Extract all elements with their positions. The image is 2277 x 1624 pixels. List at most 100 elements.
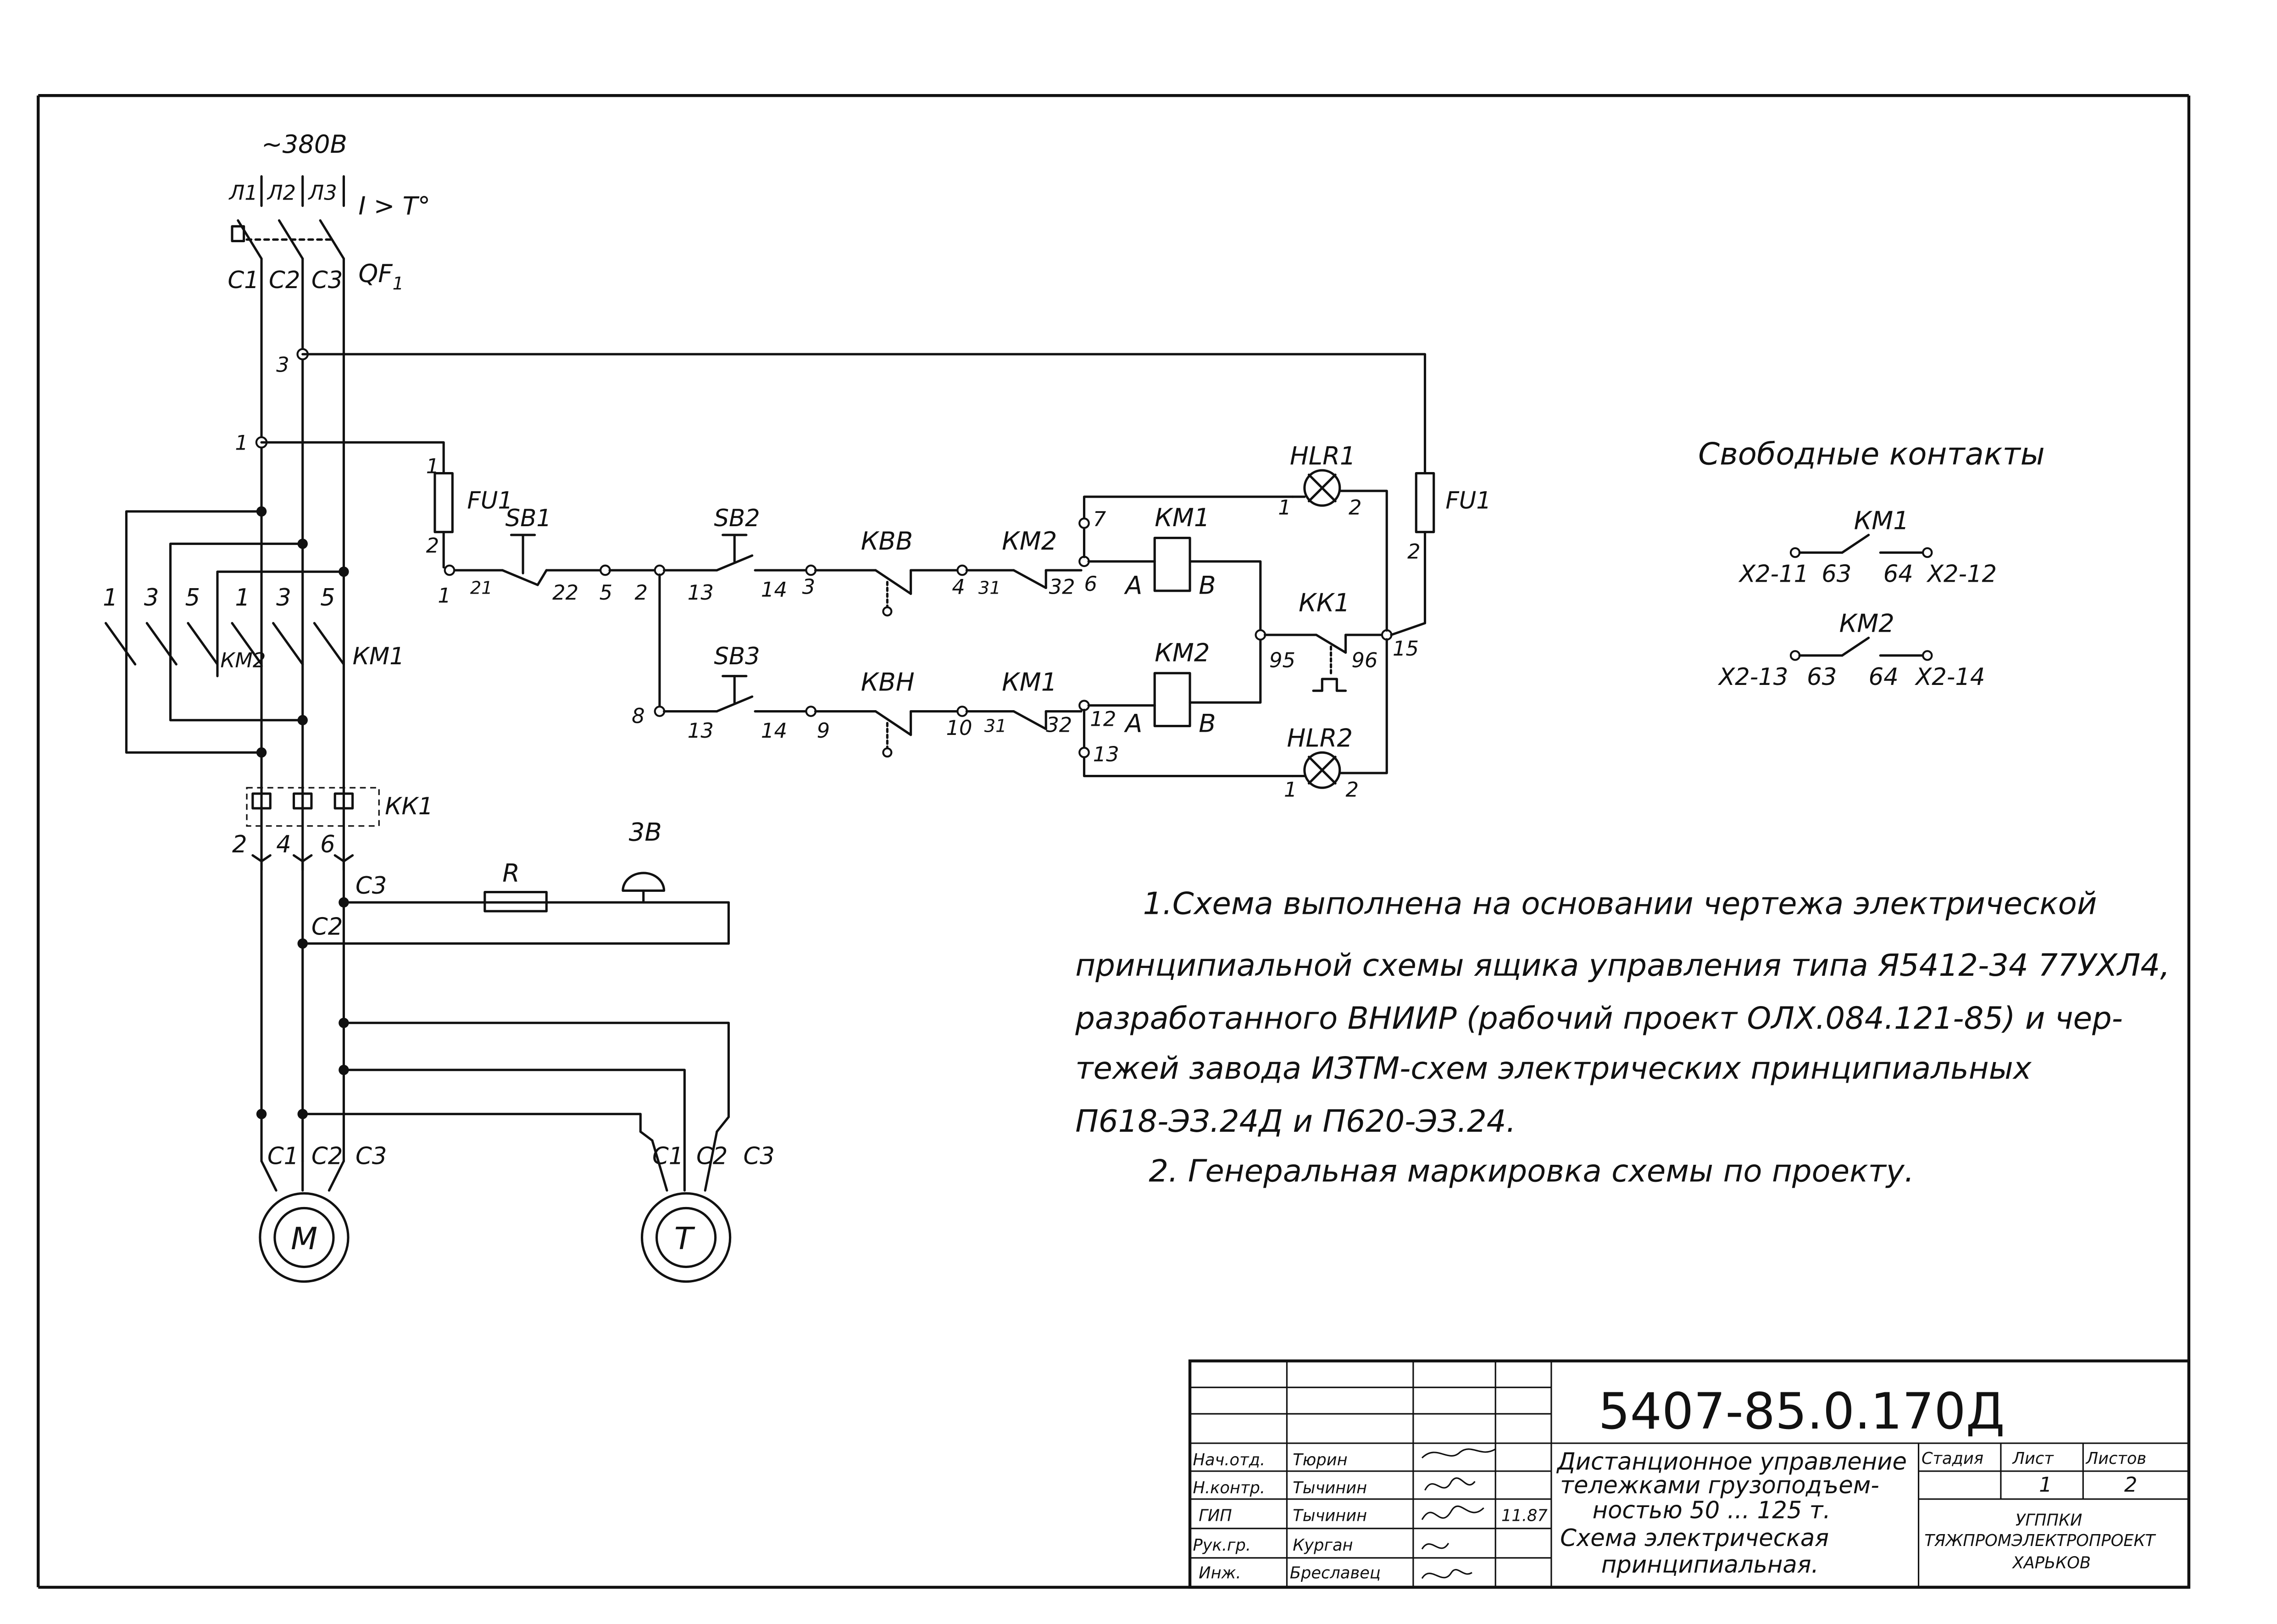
role-gip: ГИП — [1199, 1507, 1232, 1525]
motor-t-terminal-c1: С1 — [652, 1142, 683, 1170]
role-ruk-gr: Рук.гр. — [1193, 1536, 1251, 1555]
node-label-32b: 32 — [1046, 712, 1072, 737]
free-contact-km1-label: КМ1 — [1854, 506, 1909, 535]
phase-label-l1: Л1 — [228, 181, 258, 205]
pushbutton-sb3-label: SB3 — [714, 643, 760, 670]
fuse-right-terminal-2: 2 — [1407, 539, 1421, 563]
free-contact-km1-left: Х2-11 — [1738, 561, 1809, 588]
fuse-left-terminal-2: 2 — [426, 534, 439, 558]
lamp-hlr2-terminal-1: 1 — [1284, 777, 1297, 801]
motor-m-terminal-c3: С3 — [355, 1142, 387, 1170]
brake-branch: С3 С2 R 3В — [297, 817, 730, 949]
node-label-31b: 31 — [984, 716, 1007, 736]
motor-t: Т С1 С2 С3 — [640, 1130, 775, 1283]
overload-terminal-6: 6 — [320, 831, 335, 858]
free-contact-km2-64: 64 — [1869, 663, 1899, 691]
fuse-fu1-left — [433, 472, 454, 534]
note-line-5: П618-ЭЗ.24Д и П620-ЭЗ.24. — [1075, 1103, 1516, 1139]
note-line-1: 1.Схема выполнена на основании чертежа э… — [1143, 886, 2097, 922]
org-line-1: УГППКИ — [2016, 1511, 2082, 1529]
node-label-2: 2 — [635, 580, 648, 605]
overload-contact-kk1: КК1 95 96 — [1255, 588, 1385, 692]
pushbutton-sb3: SB3 — [714, 643, 760, 713]
contactor-terminal-3b: 3 — [276, 584, 291, 612]
contactor-km2-label: КМ2 — [220, 648, 266, 672]
node-label-5: 5 — [600, 580, 613, 605]
breaker-trip-symbol: I > T° — [358, 191, 430, 221]
motor-m-label: М — [291, 1221, 317, 1257]
pushbutton-sb2-label: SB2 — [714, 505, 760, 532]
free-contact-km2-63: 63 — [1807, 663, 1837, 691]
motor-t-terminal-c2: С2 — [696, 1142, 728, 1170]
supply-voltage-label: ~380В — [261, 129, 347, 159]
description-line-1: Дистанционное управление — [1556, 1448, 1907, 1476]
motor-t-label: Т — [674, 1221, 695, 1257]
interlock-km1-label: КМ1 — [1002, 667, 1057, 697]
org-line-3: ХАРЬКОВ — [2012, 1553, 2091, 1572]
drawing-frame — [37, 94, 2191, 1589]
signatures — [1421, 1448, 1496, 1579]
pushbutton-sb2: SB2 — [714, 505, 760, 572]
breaker-qf1 — [231, 219, 345, 260]
notes: 1.Схема выполнена на основании чертежа э… — [1075, 886, 2170, 1189]
overload-contact-95: 95 — [1269, 648, 1295, 672]
free-contact-km1-right: Х2-12 — [1926, 561, 1997, 588]
note-line-2: принципиальной схемы ящика управления ти… — [1075, 947, 2170, 983]
fuse-fu1-right — [1415, 472, 1435, 534]
lamp-hlr2: HLR2 1 2 — [1284, 638, 1388, 801]
lamp-hlr2-terminal-2: 2 — [1346, 777, 1359, 801]
node-label-9: 9 — [817, 718, 830, 743]
node-label-14b: 14 — [761, 718, 787, 743]
node-label-7: 7 — [1093, 507, 1106, 531]
overload-terminal-2: 2 — [232, 831, 247, 858]
limit-switch-kvv-label: КВВ — [861, 526, 913, 556]
free-contact-km2-left: Х2-13 — [1717, 663, 1788, 691]
free-contacts-title: Свободные контакты — [1698, 436, 2045, 472]
overload-relay-kk1: КК1 2 4 6 — [232, 787, 433, 872]
interlock-km1: КМ1 31 32 — [965, 667, 1083, 737]
coil-km2-terminal-a: А — [1124, 708, 1142, 738]
coil-km1-terminal-b: В — [1199, 570, 1216, 600]
document-code: 5407-85.0.170Д — [1598, 1382, 2005, 1440]
conductor-label-c3: С3 — [311, 267, 343, 294]
coil-km2-label: КМ2 — [1155, 638, 1210, 667]
node-label-3: 3 — [802, 574, 816, 599]
limit-switch-kvn-label: КВН — [861, 667, 915, 697]
node-label-6: 6 — [1084, 572, 1098, 596]
description-line-2: тележками грузоподъем- — [1560, 1472, 1879, 1499]
free-contact-km1-63: 63 — [1822, 561, 1851, 588]
coil-km1-label: КМ1 — [1155, 503, 1210, 532]
node-label-13c: 13 — [1093, 742, 1119, 766]
note-line-6: 2. Генеральная маркировка схемы по проек… — [1149, 1153, 1914, 1189]
sheets-total: 2 — [2124, 1473, 2138, 1497]
contactor-terminal-5a: 5 — [185, 584, 200, 612]
phase-label-l2: Л2 — [267, 181, 296, 205]
node-label-15: 15 — [1393, 636, 1419, 661]
role-nach-otd: Нач.отд. — [1193, 1451, 1265, 1469]
interlock-km2: КМ2 31 32 — [965, 526, 1083, 599]
contactor-terminal-1a: 1 — [103, 584, 118, 612]
contactor-terminal-1b: 1 — [235, 584, 250, 612]
overload-contact-96: 96 — [1351, 648, 1377, 672]
fuse-left-terminal-1: 1 — [426, 454, 439, 478]
coil-km2: КМ2 А В — [1087, 634, 1262, 738]
fuse-left-label: FU1 — [467, 487, 513, 514]
node-label-14a: 14 — [761, 578, 787, 602]
hoist-label: 3В — [629, 817, 662, 846]
role-n-kontr: Н.контр. — [1193, 1479, 1265, 1497]
description-line-3: ностью 50 ... 125 т. — [1593, 1496, 1831, 1524]
interlock-km2-label: КМ2 — [1002, 526, 1057, 556]
free-contacts: Свободные контакты КМ1 Х2-11 63 64 Х2-12… — [1698, 436, 2045, 691]
node-label-31a: 31 — [978, 578, 1001, 598]
lamp-hlr1: HLR1 1 2 — [1278, 441, 1388, 632]
note-line-3: разработанного ВНИИР (рабочий проект ОЛХ… — [1075, 1001, 2123, 1036]
name-tychinin-1: Тычинин — [1293, 1479, 1367, 1497]
free-contact-km2-right: Х2-14 — [1914, 663, 1985, 691]
control-circuit: FU1 1 2 1 SB1 21 22 5 2 8 — [260, 353, 1491, 801]
org-line-2: ТЯЖПРОМЭЛЕКТРОПРОЕКТ — [1924, 1531, 2156, 1550]
node-label-13b: 13 — [688, 718, 714, 743]
limit-switch-kvv: КВВ — [814, 526, 959, 617]
motor-m: М С1 С2 С3 — [259, 1142, 387, 1283]
motor-m-terminal-c1: С1 — [267, 1142, 299, 1170]
